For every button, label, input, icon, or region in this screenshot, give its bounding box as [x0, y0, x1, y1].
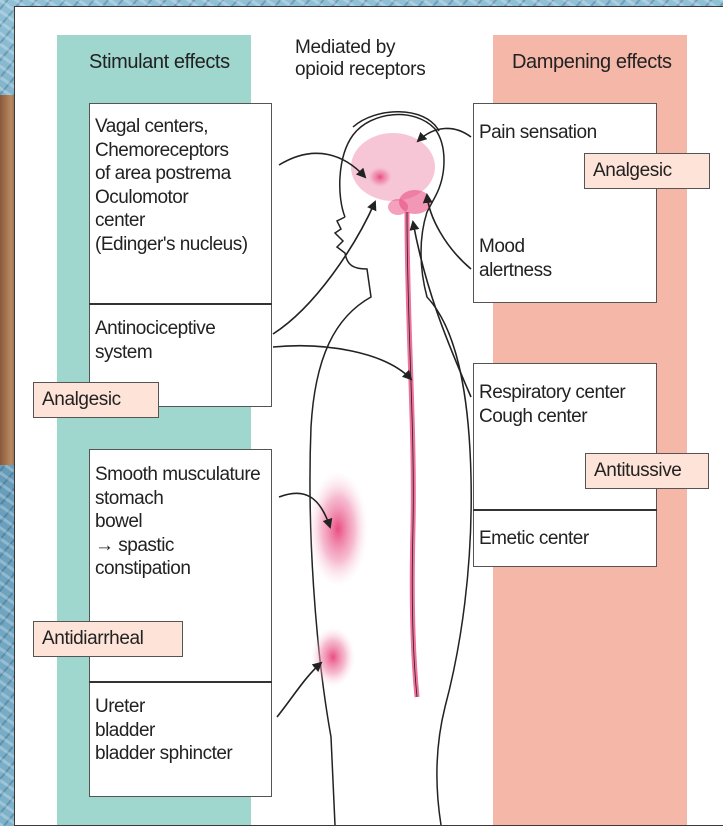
smooth-box-divider: [89, 681, 272, 683]
vagal-centers-text: Vagal centers, Chemoreceptors of area po…: [95, 115, 248, 256]
mood-alertness-text: Mood alertness: [479, 235, 552, 282]
brain-receptor-area: [351, 133, 435, 201]
respiratory-cough-text: Respiratory center Cough center: [479, 381, 625, 428]
vagal-box-divider: [89, 303, 272, 305]
analgesic-tag-left: Analgesic: [33, 382, 159, 418]
ureter-bladder-text: Ureter bladder bladder sphincter: [95, 695, 232, 766]
respiratory-box-divider: [473, 509, 657, 511]
spinal-cord: [407, 212, 417, 697]
analgesic-tag-right: Analgesic: [584, 153, 710, 189]
antidiarrheal-tag: Antidiarrheal: [33, 621, 183, 657]
gut-receptor-area: [308, 471, 368, 587]
antitussive-tag: Antitussive: [585, 453, 709, 489]
emetic-center-text: Emetic center: [479, 527, 589, 551]
antinociceptive-system-text: Antinociceptive system: [95, 317, 215, 364]
body-outline: [310, 115, 471, 825]
pain-sensation-text: Pain sensation: [479, 121, 597, 145]
smooth-musculature-text: Smooth musculature stomach bowel → spast…: [95, 463, 260, 581]
bladder-receptor-area: [311, 627, 355, 687]
